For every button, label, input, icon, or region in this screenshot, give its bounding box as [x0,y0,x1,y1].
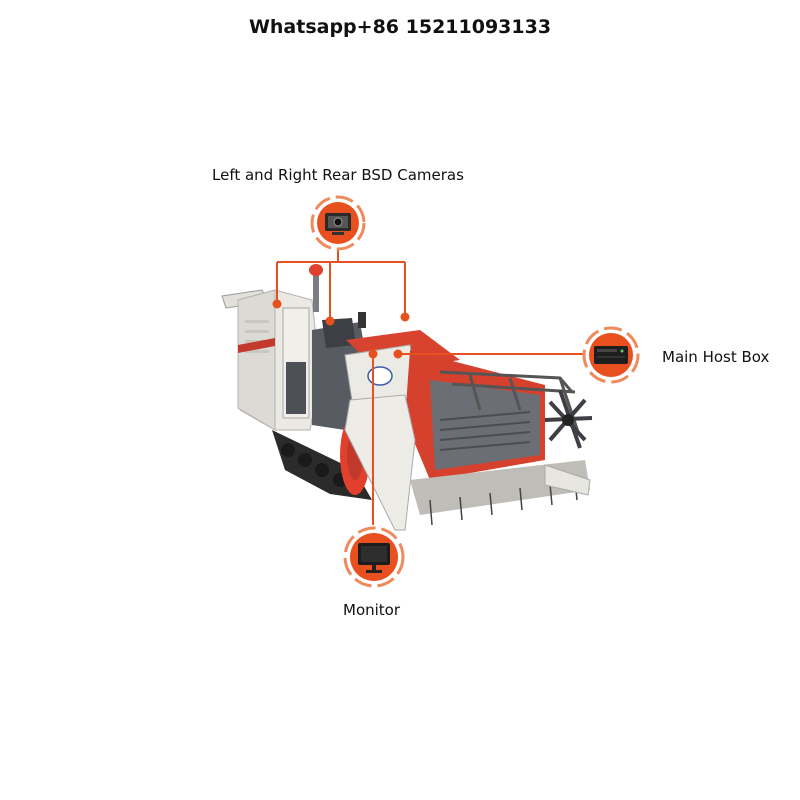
combine-harvester-image [221,264,593,531]
rear-camera-icon [310,195,366,251]
monitor-label: Monitor [343,601,401,619]
connection-lines [276,248,584,525]
host-box-label: Main Host Box [662,348,770,366]
dvr-host-box-icon [582,326,640,384]
monitor-icon [343,526,405,588]
cameras-label: Left and Right Rear BSD Cameras [212,166,464,184]
page-title: Whatsapp+86 15211093133 [248,16,552,38]
connection-dots [272,299,410,359]
